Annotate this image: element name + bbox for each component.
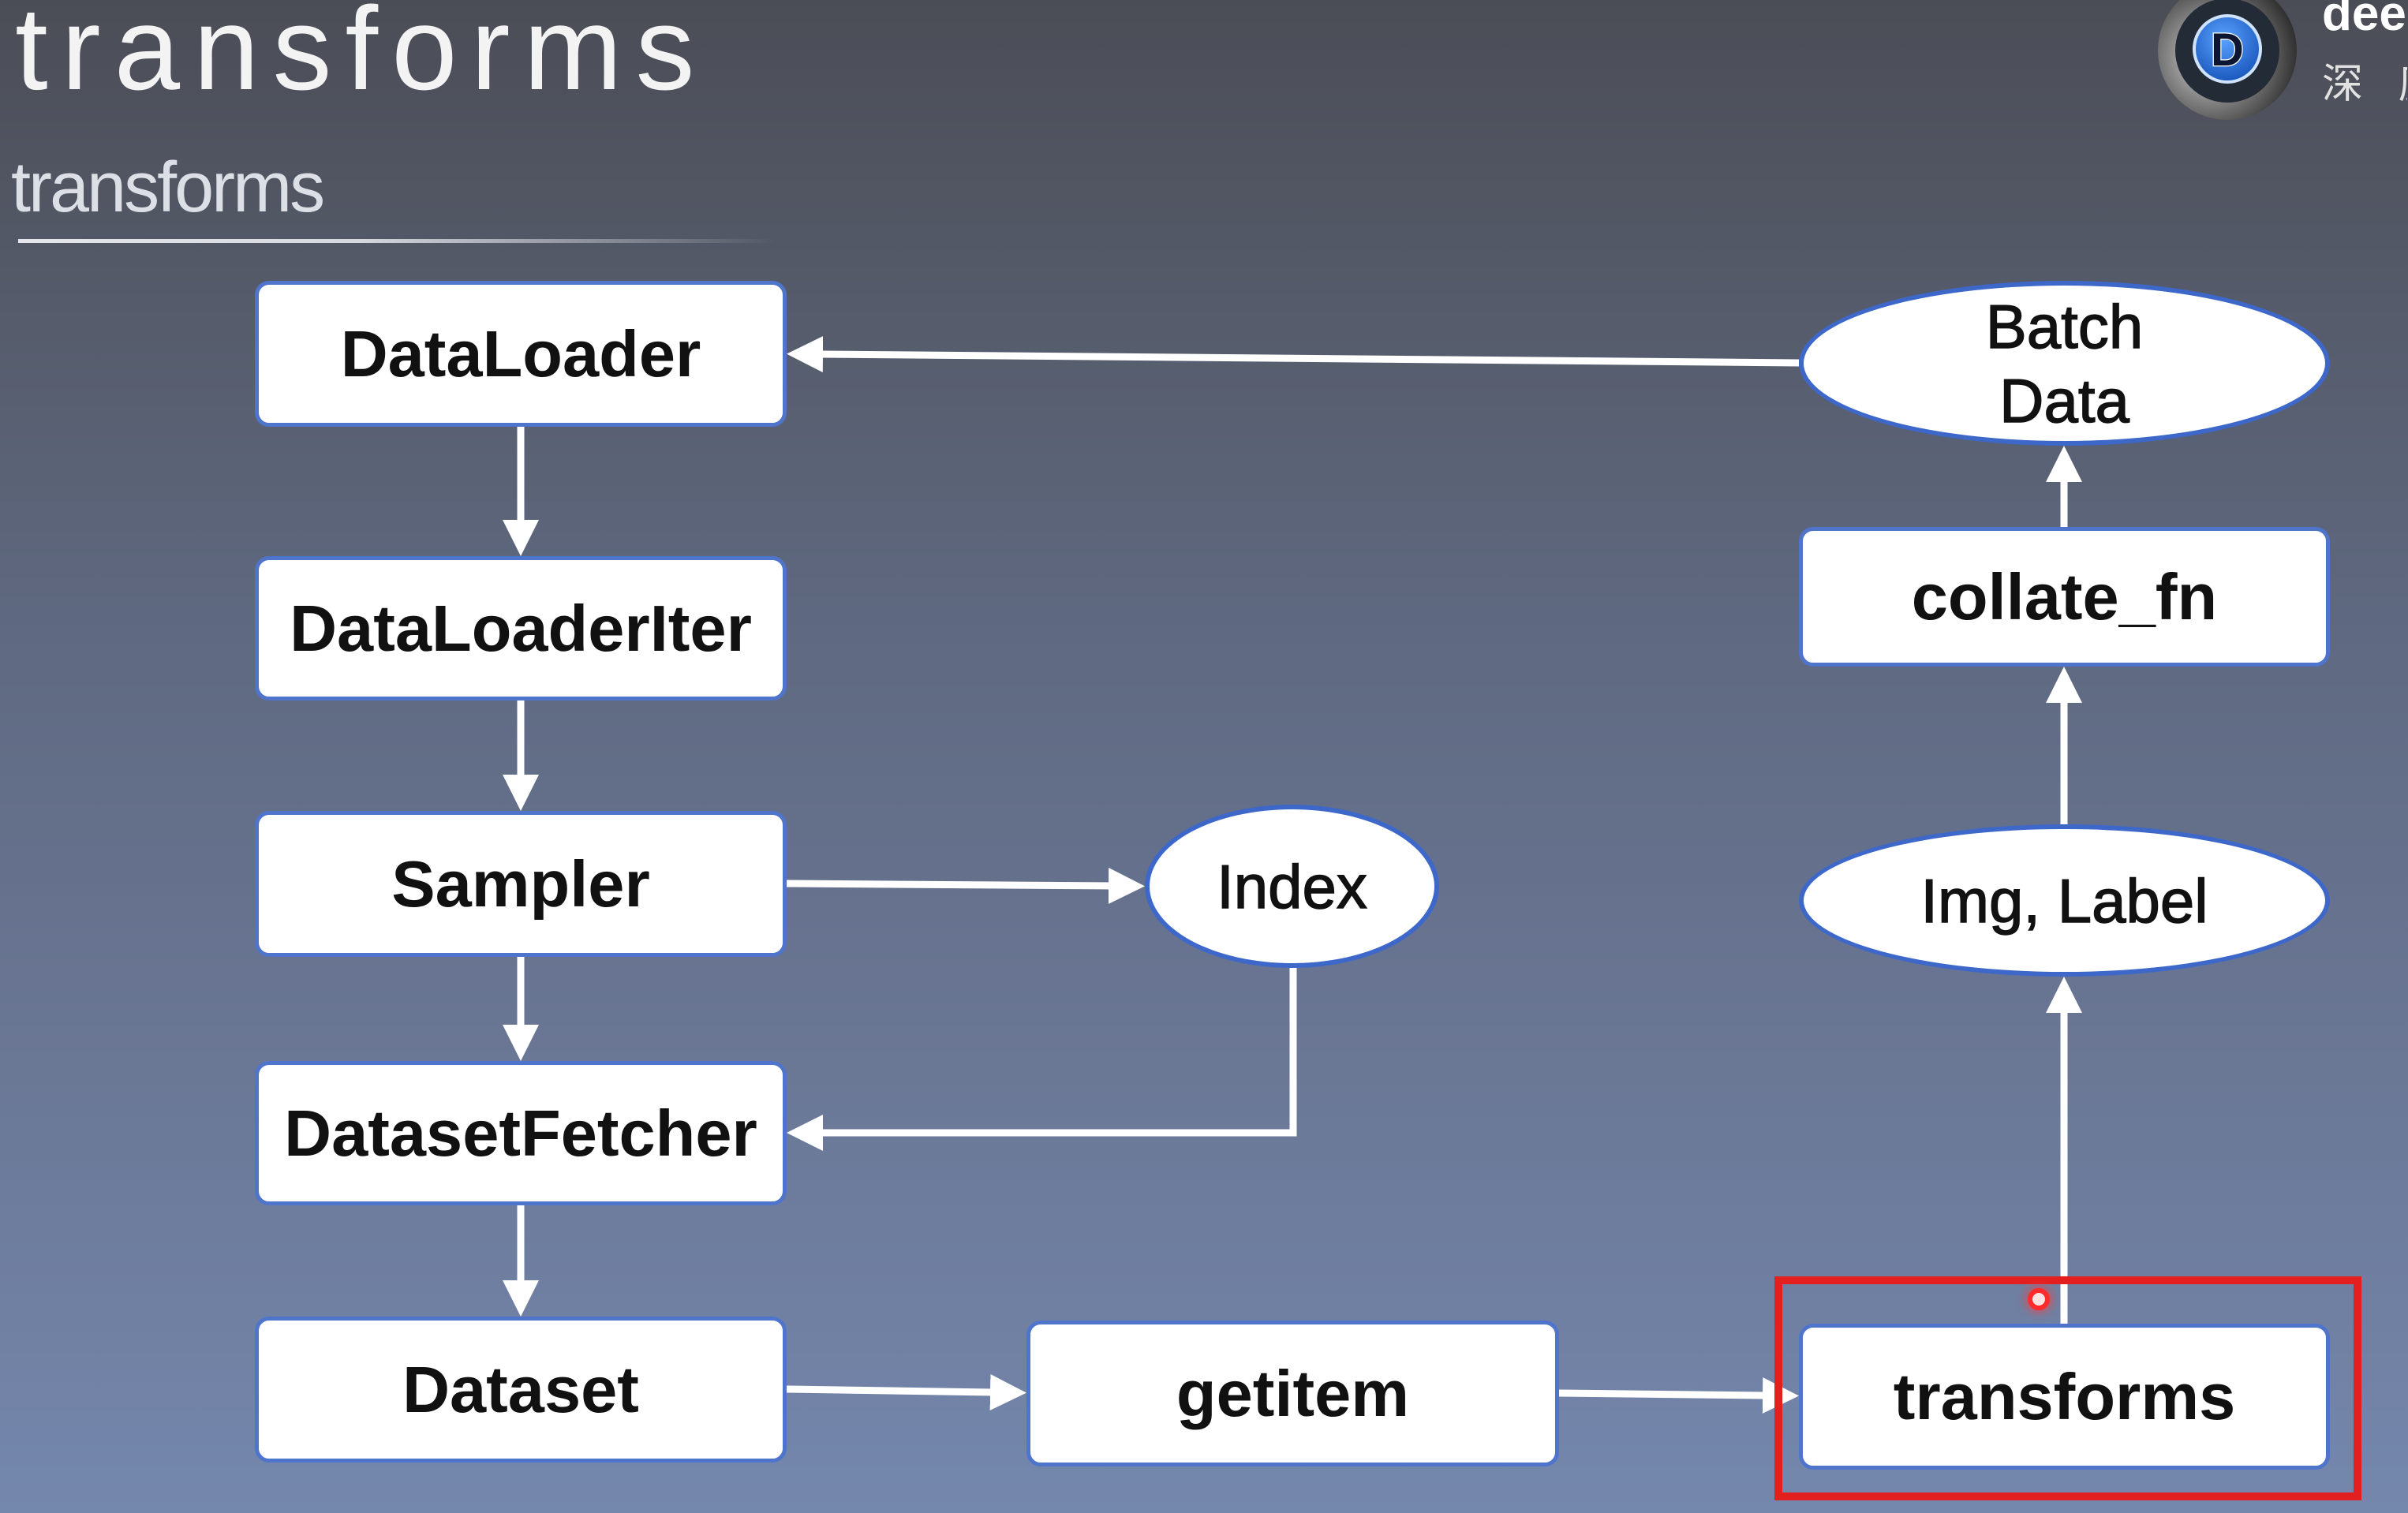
logo-emblem-letter: D — [2211, 24, 2244, 76]
section-subtitle: transforms — [11, 148, 325, 227]
arrow-getitem-to-transforms — [1558, 1377, 1799, 1414]
brand-name-latin-clip: dee — [2322, 0, 2407, 36]
node-batch-data-label-line1: Batch — [1985, 291, 2144, 361]
node-transforms: transforms — [1799, 1324, 2330, 1470]
brand-name-latin: dee — [2322, 0, 2406, 36]
node-collate-fn-label: collate_fn — [1911, 560, 2218, 633]
arrow-batch-data-to-dataloader — [787, 336, 1800, 373]
node-dataset-label: Dataset — [402, 1353, 639, 1426]
node-datasetfetcher: DatasetFetcher — [255, 1061, 787, 1205]
arrow-dataset-to-getitem — [786, 1373, 1026, 1410]
node-collate-fn: collate_fn — [1799, 527, 2330, 667]
node-index-label: Index — [1216, 851, 1367, 921]
node-img-label: Img, Label — [1799, 824, 2330, 977]
node-getitem: getitem — [1026, 1321, 1559, 1466]
node-sampler: Sampler — [255, 811, 787, 957]
node-dataset: Dataset — [255, 1317, 787, 1463]
cursor-indicator — [2028, 1288, 2050, 1310]
node-img-label-label: Img, Label — [1920, 865, 2209, 936]
logo-emblem — [2193, 14, 2262, 84]
node-dataloaderiter: DataLoaderIter — [255, 556, 787, 700]
node-transforms-label: transforms — [1893, 1360, 2236, 1433]
node-dataloaderiter-label: DataLoaderIter — [290, 592, 752, 665]
highlight-box — [1774, 1276, 2361, 1500]
subtitle-underline — [18, 239, 776, 243]
node-getitem-label: getitem — [1176, 1357, 1410, 1430]
node-dataloader: DataLoader — [255, 281, 787, 427]
arrow-sampler-to-index — [786, 867, 1145, 904]
slide-title: transforms — [15, 0, 709, 114]
brand-name-chinese: 深 度 — [2322, 61, 2407, 108]
brand-logo-icon: D — [2158, 0, 2297, 120]
node-dataloader-label: DataLoader — [340, 317, 701, 390]
node-batch-data-label-line2: Data — [1999, 365, 2129, 435]
node-index: Index — [1145, 805, 1439, 968]
node-batch-data: Batch Data — [1799, 281, 2330, 446]
node-datasetfetcher-label: DatasetFetcher — [284, 1096, 757, 1170]
arrow-index-to-datasetfetcher — [787, 968, 1297, 1151]
node-sampler-label: Sampler — [391, 847, 650, 921]
